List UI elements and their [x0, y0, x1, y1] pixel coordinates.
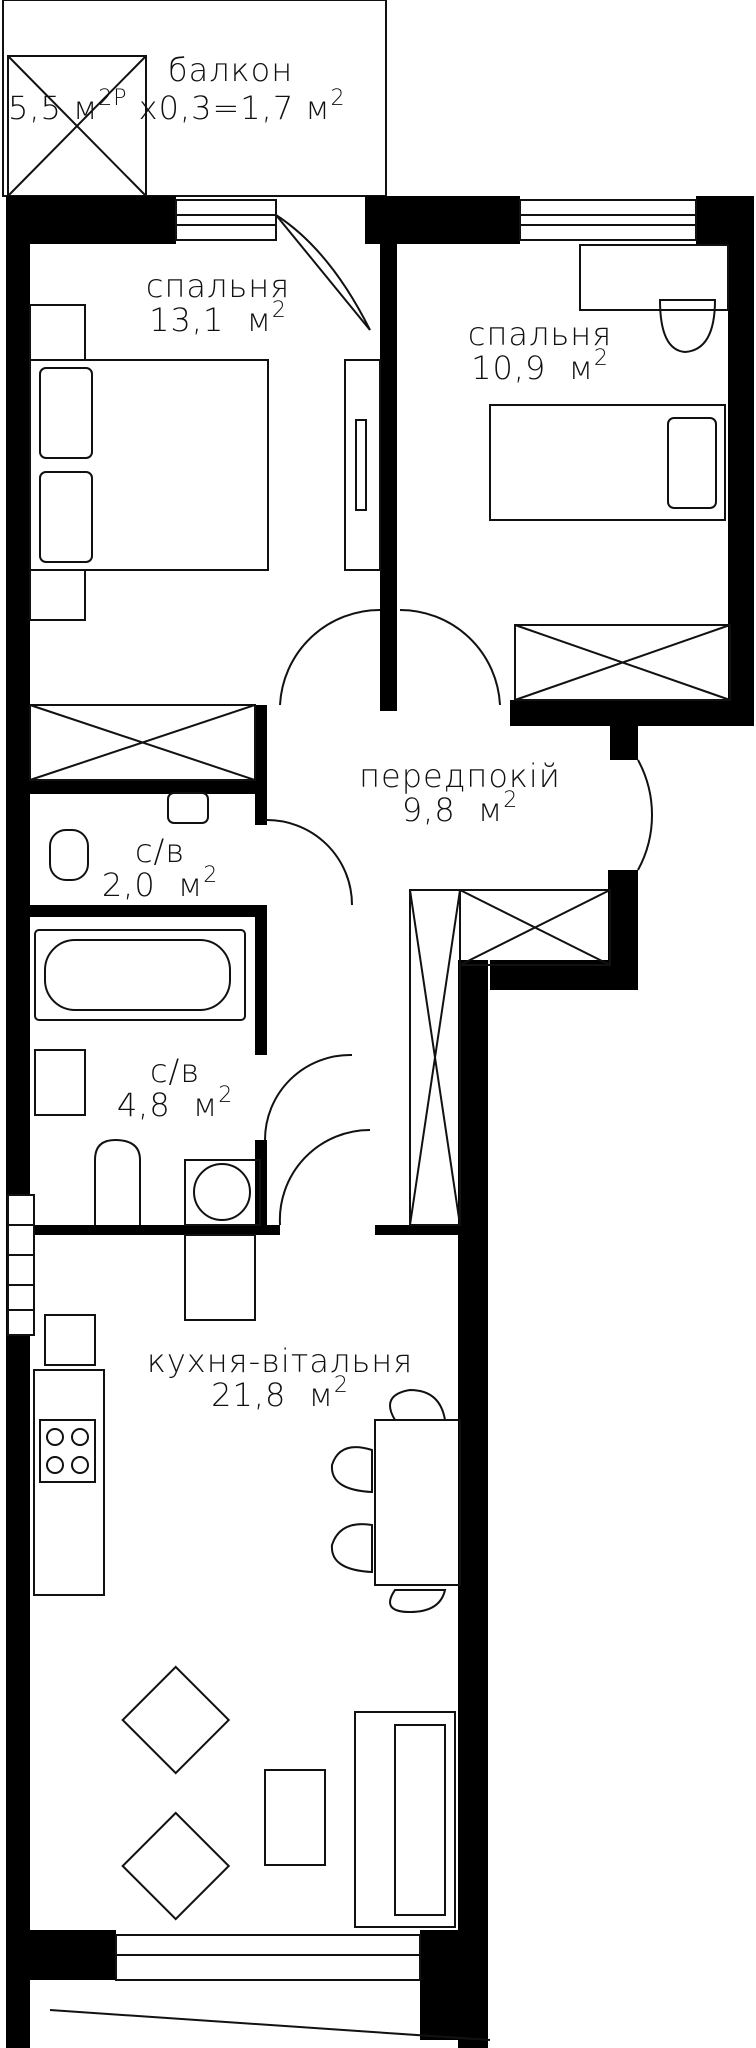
- room-name: с/в: [134, 832, 186, 870]
- room-name: кухня-вітальня: [146, 1342, 414, 1380]
- balcony-coefficient: х0,3=1,7: [138, 89, 295, 127]
- balcony-area-label: 5,5 м2Р х0,3=1,7 м2: [8, 88, 345, 127]
- walls: [6, 196, 754, 2048]
- room-area: 4,8 м2: [116, 1083, 234, 1124]
- furniture: [29, 244, 731, 2041]
- windows: [7, 199, 697, 1981]
- room-area: 9,8 м2: [401, 788, 519, 829]
- room-label-wc: с/в 2,0 м2: [70, 835, 250, 901]
- room-area: 10,9 м2: [471, 346, 609, 387]
- room-label-bedroom-1: спальня 13,1 м2: [118, 270, 318, 336]
- balcony-unit-exp: 2Р: [98, 86, 128, 111]
- doors: [264, 214, 653, 1226]
- room-area: 21,8 м2: [211, 1373, 349, 1414]
- room-name: передпокій: [359, 757, 561, 795]
- balcony-area: 5,5: [8, 89, 62, 127]
- room-area: 13,1 м2: [149, 298, 287, 339]
- room-label-kitchen-living: кухня-вітальня 21,8 м2: [100, 1345, 460, 1411]
- balcony-unit-2-exp: 2: [330, 86, 346, 111]
- room-area: 2,0 м2: [101, 863, 219, 904]
- balcony-unit: м: [73, 89, 99, 127]
- room-label-hallway: передпокій 9,8 м2: [330, 760, 590, 826]
- balcony-unit-2: м: [305, 89, 331, 127]
- balcony-name: балкон: [168, 51, 294, 89]
- room-label-bathroom: с/в 4,8 м2: [85, 1055, 265, 1121]
- room-name: с/в: [149, 1052, 201, 1090]
- room-name: спальня: [467, 315, 613, 353]
- room-label-bedroom-2: спальня 10,9 м2: [440, 318, 640, 384]
- room-name: спальня: [145, 267, 291, 305]
